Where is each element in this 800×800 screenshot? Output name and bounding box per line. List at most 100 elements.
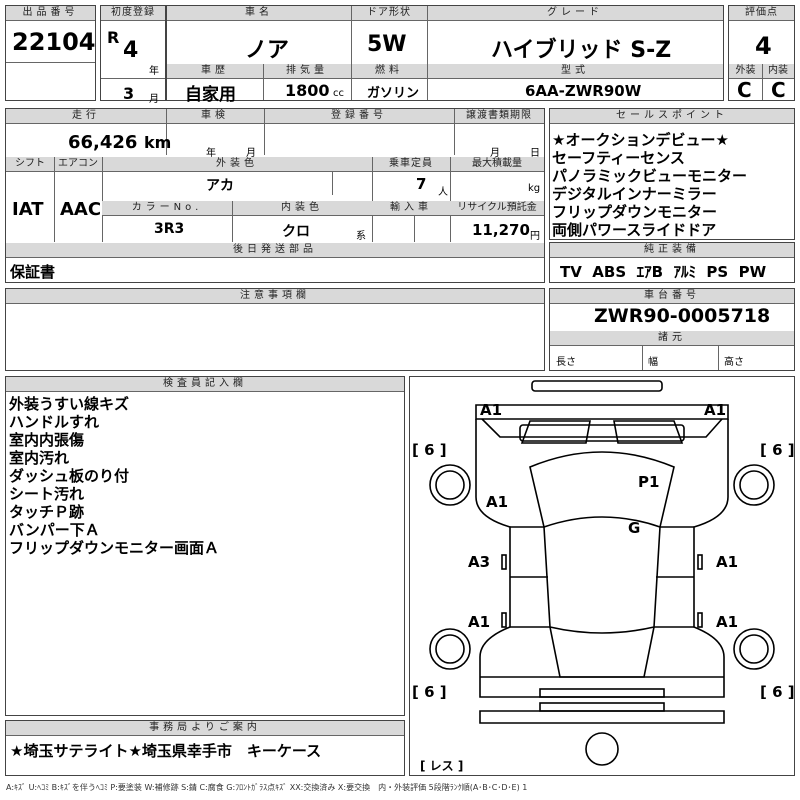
sales-point-item: フリップダウンモニター	[552, 203, 718, 221]
mileage-label: 走行	[6, 109, 166, 124]
sales-point-item: セーフティーセンス	[552, 149, 685, 167]
caution-box: 注意事項欄	[5, 288, 545, 371]
first-registration-box: 初度登録 R 4 年 3 月	[100, 5, 166, 105]
year-unit: 年	[149, 66, 159, 77]
length-label: 長さ	[556, 357, 576, 368]
km-unit: km	[144, 133, 172, 152]
recycle-label: リサイクル預託金	[450, 201, 544, 216]
sales-point-item: パノラミックビューモニター	[552, 167, 748, 185]
model-code: 6AA-ZWR90W	[525, 82, 642, 100]
ext-grade: C	[737, 78, 752, 102]
inspector-note-item: シート汚れ	[9, 485, 85, 503]
car-outline-diagram	[429, 380, 775, 766]
equipment-box: 純正装備 TV ABS ｴｱB ｱﾙﾐ PS PW	[549, 242, 795, 283]
inspector-note-item: ダッシュ板のり付	[9, 467, 130, 485]
inspector-note-item: 外装うすい線キズ	[9, 395, 130, 413]
mark-glass: G	[628, 519, 641, 537]
fuel: ガソリン	[367, 86, 420, 101]
history-label: 車歴	[167, 64, 263, 79]
inspector-note-item: バンパー下Ａ	[9, 521, 100, 539]
inspector-note-item: 室内汚れ	[9, 449, 70, 467]
mark-rear-left: A1	[468, 613, 491, 631]
mark-left-fender: A1	[486, 493, 509, 511]
yen-unit: 円	[530, 231, 540, 242]
tire-front-left: [ 6 ]	[412, 441, 447, 459]
color-number: 3R3	[154, 221, 185, 237]
later-parts: 保証書	[10, 263, 56, 281]
import-label: 輸入車	[372, 201, 450, 216]
dims-label: 諸元	[550, 331, 794, 346]
int-color-label: 内装色	[232, 201, 372, 216]
mileage: 66,426	[68, 132, 138, 153]
office-label: 事務局よりご案内	[6, 721, 404, 736]
displacement: 1800	[285, 81, 330, 100]
ext-label: 外装	[729, 64, 762, 79]
ac-type: AAC	[60, 199, 102, 220]
chassis-box: 車台番号 ZWR90-0005718 諸元 長さ 幅 高さ	[549, 288, 795, 371]
sales-points: セールスポイント ★オークションデビュー★セーフティーセンスパノラミックビューモ…	[549, 108, 795, 240]
inspection-month-unit: 月	[246, 148, 256, 159]
inspector-label: 検査員記入欄	[6, 377, 404, 392]
first-reg-label: 初度登録	[101, 6, 165, 21]
spec-box: 車名 ドア形状 グレード ノア 5W ハイブリッド S-Z 車歴 排気量 燃料 …	[166, 5, 724, 105]
transfer-day-unit: 日	[530, 148, 540, 159]
load-unit: kg	[528, 183, 541, 194]
tire-front-right: [ 6 ]	[760, 441, 795, 459]
mark-rear-right: A1	[716, 613, 739, 631]
inspector-note-item: フリップダウンモニター画面Ａ	[9, 539, 220, 557]
interior-color: クロ	[282, 224, 310, 240]
fuel-label: 燃料	[351, 64, 427, 79]
car-name: ノア	[245, 38, 290, 63]
inspection-label: 車検	[166, 109, 264, 124]
equipment-items: TV ABS ｴｱB ｱﾙﾐ PS PW	[560, 263, 767, 281]
load-label: 最大積載量	[450, 157, 544, 172]
damage-diagram: A1 A1 P1 A1 G A3 A1 A1 A1 [ 6 ] [ 6 ] [ …	[409, 376, 795, 776]
height-label: 高さ	[724, 357, 744, 368]
score: 4	[755, 32, 772, 60]
mark-roof: P1	[638, 473, 660, 491]
sales-point-item: ★オークションデビュー★	[552, 131, 729, 149]
mark-right-door: A1	[716, 553, 739, 571]
int-grade: C	[771, 78, 786, 102]
shift: IAT	[12, 199, 44, 220]
color-label: 外装色	[102, 157, 372, 172]
int-color-suffix: 系	[356, 231, 366, 242]
chassis-label: 車台番号	[550, 289, 794, 304]
era: R	[107, 28, 120, 47]
tire-rear-left: [ 6 ]	[412, 683, 447, 701]
score-box: 評価点 4 外装 内装 C C	[728, 5, 795, 102]
transfer-label: 譲渡書類期限	[454, 109, 544, 124]
sales-point-item: 両側パワースライドドア	[552, 221, 717, 239]
caution-label: 注意事項欄	[6, 289, 544, 304]
score-label: 評価点	[729, 6, 794, 21]
vehicle-history: 自家用	[185, 85, 236, 105]
vehicle-details: 走行 車検 登録番号 譲渡書類期限 66,426 km 年 月 月 日 シフト …	[5, 108, 545, 283]
door-type: 5W	[367, 32, 407, 57]
cc-unit: cc	[333, 88, 344, 99]
later-parts-label: 後日発送部品	[6, 243, 544, 258]
seats-label: 乗車定員	[372, 157, 450, 172]
seats-unit: 人	[438, 187, 448, 198]
lot-box: 出品番号 22104	[5, 5, 96, 101]
recycle-fee: 11,270	[472, 221, 530, 239]
doors-label: ドア形状	[351, 6, 427, 21]
lot-number: 22104	[12, 28, 96, 56]
grade-label: グレード	[427, 6, 723, 21]
inspector-note-item: 室内内張傷	[9, 431, 85, 449]
mark-left-door: A3	[468, 553, 491, 571]
seats: 7	[416, 175, 427, 193]
inspector-note-item: タッチＰ跡	[9, 503, 85, 521]
reg-month: 3	[123, 84, 135, 103]
office-text: ★埼玉サテライト★埼玉県幸手市 キーケース	[10, 742, 322, 760]
displacement-label: 排気量	[263, 64, 351, 79]
color-no-label: カラーNo.	[102, 201, 232, 216]
name-label: 車名	[167, 6, 351, 21]
int-label: 内装	[762, 64, 794, 79]
inspection-year-unit: 年	[206, 148, 216, 159]
spare-tire: [ レス ]	[420, 759, 464, 773]
equipment-label: 純正装備	[550, 243, 794, 258]
month-unit: 月	[149, 94, 159, 105]
width-label: 幅	[648, 357, 658, 368]
sales-label: セールスポイント	[550, 109, 794, 124]
lot-label: 出品番号	[6, 6, 95, 21]
